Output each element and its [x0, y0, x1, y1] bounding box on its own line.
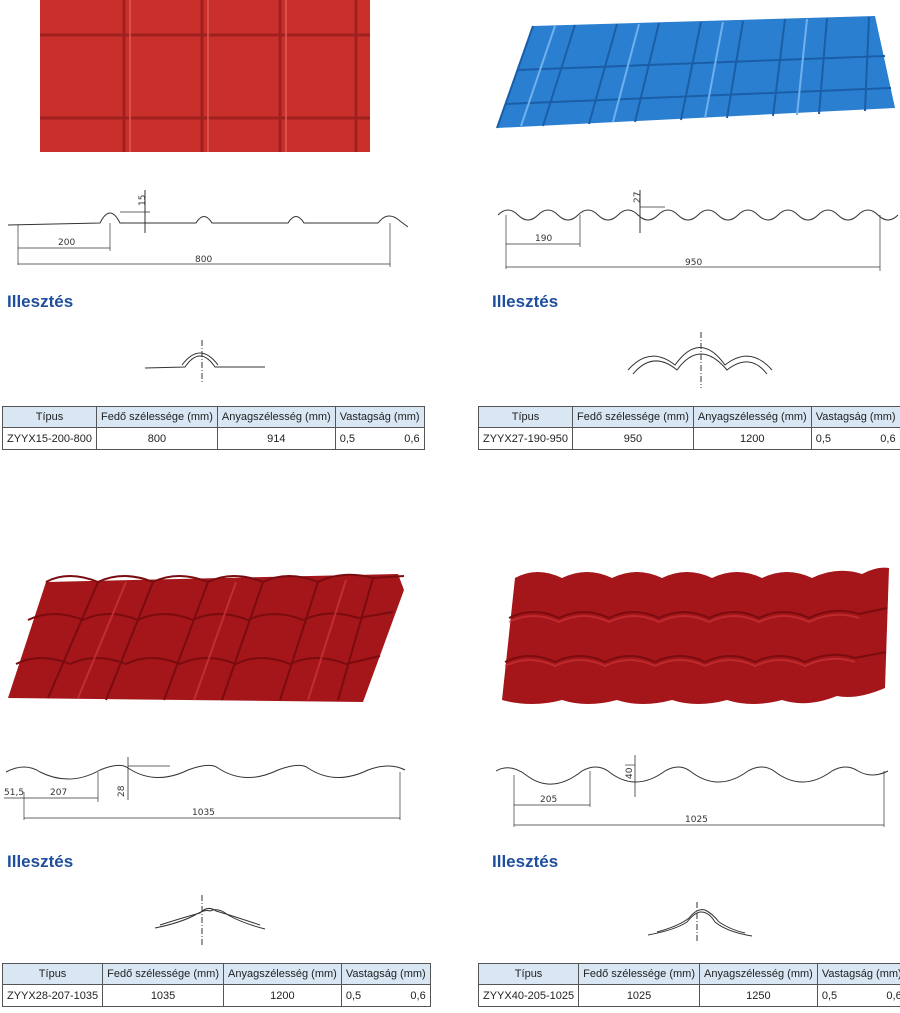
col-header-cover-width: Fedő szélessége (mm)	[572, 406, 694, 428]
col-header-cover-width: Fedő szélessége (mm)	[102, 963, 224, 985]
cell-thickness: 0,5 0,6	[810, 427, 900, 450]
thickness-b: 0,6	[886, 989, 900, 1002]
table-row: ZYYX15-200-800 800 914 0,5 0,6	[2, 427, 425, 450]
profile-total-label: 800	[195, 255, 212, 265]
section-heading: Illesztés	[7, 292, 74, 311]
joint-drawing	[144, 340, 265, 383]
table-row: ZYYX40-205-1025 1025 1250 0,5 0,6	[477, 984, 900, 1007]
col-header-material-width: Anyagszélesség (mm)	[699, 963, 818, 985]
table-header-row: Típus Fedő szélessége (mm) Anyagszélessé…	[477, 963, 900, 985]
col-header-cover-width: Fedő szélessége (mm)	[578, 963, 700, 985]
profile-drawing: 51,5 207 28 1035	[4, 757, 406, 820]
cell-type: ZYYX28-207-1035	[1, 984, 104, 1007]
joint-drawing	[647, 902, 753, 943]
thickness-b: 0,6	[404, 432, 420, 445]
spec-table: Típus Fedő szélessége (mm) Anyagszélessé…	[2, 406, 425, 450]
section-heading: Illesztés	[492, 292, 559, 311]
roof-tile-image-red-flat	[40, 0, 370, 152]
profile-drawing: 200 15 800	[7, 190, 409, 267]
roof-tile-image-red-wave	[8, 573, 405, 702]
profile-drawing: 190 27 950	[497, 190, 899, 271]
profile-height-label: 27	[633, 192, 643, 203]
cell-type: ZYYX40-205-1025	[477, 984, 580, 1007]
section-heading: Illesztés	[7, 852, 74, 871]
table-row: ZYYX28-207-1035 1035 1200 0,5 0,6	[1, 984, 431, 1007]
roof-tile-image-blue-wave	[496, 16, 895, 129]
thickness-a: 0,5	[815, 432, 831, 445]
spec-table: Típus Fedő szélessége (mm) Anyagszélessé…	[478, 406, 900, 450]
profile-pitch-label: 205	[540, 795, 557, 805]
cell-cover-width: 1025	[578, 984, 700, 1007]
cell-type: ZYYX27-190-950	[478, 427, 573, 450]
thickness-a: 0,5	[339, 432, 355, 445]
profile-height-label: 40	[625, 767, 635, 779]
cell-cover-width: 950	[572, 427, 694, 450]
col-header-thickness: Vastagság (mm)	[816, 963, 900, 985]
cell-material-width: 914	[216, 427, 336, 450]
col-header-thickness: Vastagság (mm)	[340, 963, 431, 985]
cell-cover-width: 800	[96, 427, 218, 450]
profile-height-label: 15	[138, 195, 148, 206]
profile-total-label: 950	[685, 258, 702, 268]
cell-thickness: 0,5 0,6	[340, 984, 431, 1007]
profile-total-label: 1035	[192, 808, 215, 818]
col-header-cover-width: Fedő szélessége (mm)	[96, 406, 218, 428]
col-header-material-width: Anyagszélesség (mm)	[692, 406, 812, 428]
col-header-material-width: Anyagszélesség (mm)	[223, 963, 342, 985]
col-header-thickness: Vastagság (mm)	[334, 406, 425, 428]
roof-tile-image-dark-red-wave	[502, 567, 889, 704]
spec-table: Típus Fedő szélessége (mm) Anyagszélessé…	[477, 963, 900, 1007]
cell-material-width: 1200	[223, 984, 342, 1007]
col-header-type: Típus	[2, 406, 97, 428]
table-header-row: Típus Fedő szélessége (mm) Anyagszélessé…	[478, 406, 900, 428]
thickness-b: 0,6	[880, 432, 896, 445]
cell-material-width: 1250	[699, 984, 818, 1007]
col-header-type: Típus	[1, 963, 104, 985]
profile-pitch-label: 200	[58, 238, 75, 248]
col-header-type: Típus	[477, 963, 580, 985]
thickness-a: 0,5	[345, 989, 362, 1002]
profile-drawing: 205 40 1025	[495, 755, 889, 827]
cell-type: ZYYX15-200-800	[2, 427, 97, 450]
spec-table: Típus Fedő szélessége (mm) Anyagszélessé…	[1, 963, 431, 1007]
profile-edge-label: 51,5	[4, 788, 24, 798]
joint-drawing	[627, 332, 773, 388]
col-header-type: Típus	[478, 406, 573, 428]
joint-drawing	[154, 895, 266, 946]
cell-material-width: 1200	[692, 427, 812, 450]
table-header-row: Típus Fedő szélessége (mm) Anyagszélessé…	[1, 963, 431, 985]
col-header-thickness: Vastagság (mm)	[810, 406, 900, 428]
cell-thickness: 0,5 0,6	[816, 984, 900, 1007]
profile-pitch-label: 190	[535, 234, 552, 244]
thickness-a: 0,5	[821, 989, 838, 1002]
cell-cover-width: 1035	[102, 984, 224, 1007]
profile-height-label: 28	[117, 785, 127, 797]
profile-total-label: 1025	[685, 815, 708, 825]
section-heading: Illesztés	[492, 852, 559, 871]
col-header-material-width: Anyagszélesség (mm)	[216, 406, 336, 428]
cell-thickness: 0,5 0,6	[334, 427, 425, 450]
thickness-b: 0,6	[410, 989, 426, 1002]
table-header-row: Típus Fedő szélessége (mm) Anyagszélessé…	[2, 406, 425, 428]
profile-pitch-label: 207	[50, 788, 67, 798]
table-row: ZYYX27-190-950 950 1200 0,5 0,6	[478, 427, 900, 450]
